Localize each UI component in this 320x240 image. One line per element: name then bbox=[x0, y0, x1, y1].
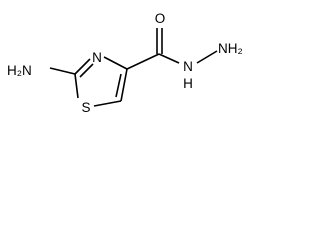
bond-n-n bbox=[196, 50, 218, 64]
bond-c4-c5-double bbox=[115, 73, 122, 98]
bond-s1-c2 bbox=[74, 73, 79, 99]
hydrazide-h-label: H bbox=[183, 76, 193, 91]
ring-n-label: N bbox=[92, 50, 102, 65]
ring-s-label: S bbox=[81, 100, 90, 115]
bond-c2-n3-double bbox=[79, 63, 94, 78]
hydrazide-n-label: N bbox=[183, 59, 193, 74]
carbonyl-o-label: O bbox=[155, 11, 166, 26]
bond-c2-n3 bbox=[74, 58, 91, 75]
atom-labels: H₂N N S O N H NH₂ bbox=[7, 11, 243, 115]
terminal-nh2-label: NH₂ bbox=[218, 41, 243, 56]
bond-c4-carbonyl bbox=[126, 53, 160, 70]
bonds bbox=[49, 28, 218, 107]
bond-carbonyl-n bbox=[158, 53, 180, 64]
chemical-structure-diagram: H₂N N S O N H NH₂ bbox=[7, 11, 243, 115]
bond-c5-s1 bbox=[93, 100, 122, 107]
bond-c2-nh2 bbox=[49, 67, 76, 75]
amine-n-label: H₂N bbox=[7, 63, 32, 78]
bond-c4-c5 bbox=[120, 68, 128, 102]
bond-n3-c4 bbox=[103, 56, 128, 70]
